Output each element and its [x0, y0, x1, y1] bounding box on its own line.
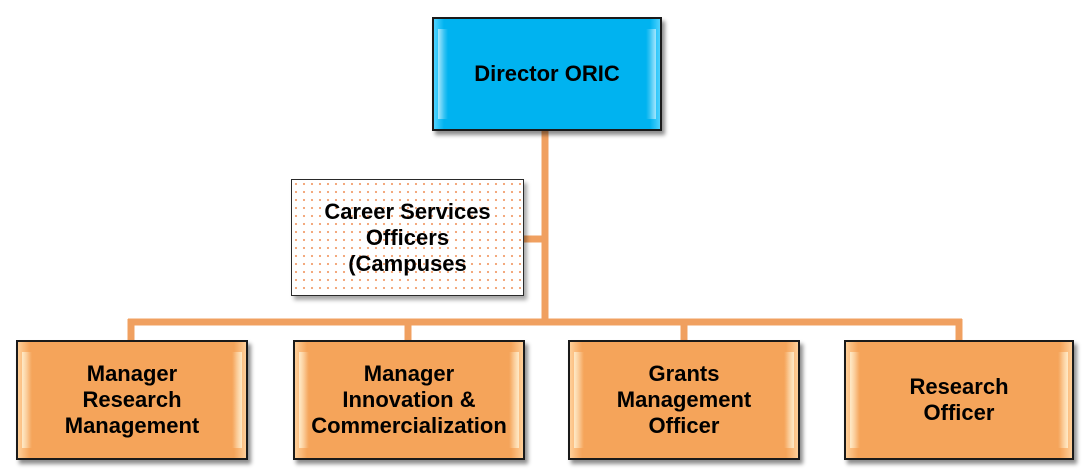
grants-management-officer-label: Grants Management Officer	[616, 361, 752, 438]
research-officer-node: Research Officer	[844, 340, 1074, 460]
career-services-officers-label: Career Services Officers (Campuses	[324, 198, 491, 276]
director-oric-label: Director ORIC	[474, 61, 620, 86]
director-oric-node: Director ORIC	[432, 17, 662, 131]
manager-research-management-node: Manager Research Management	[16, 340, 248, 460]
manager-innovation-commercialization-label: Manager Innovation & Commercialization	[311, 361, 507, 438]
research-officer-label: Research Officer	[909, 374, 1009, 425]
manager-innovation-commercialization-node: Manager Innovation & Commercialization	[293, 340, 525, 460]
grants-management-officer-node: Grants Management Officer	[568, 340, 800, 460]
manager-research-management-label: Manager Research Management	[64, 361, 200, 438]
career-services-officers-node: Career Services Officers (Campuses	[291, 179, 524, 296]
